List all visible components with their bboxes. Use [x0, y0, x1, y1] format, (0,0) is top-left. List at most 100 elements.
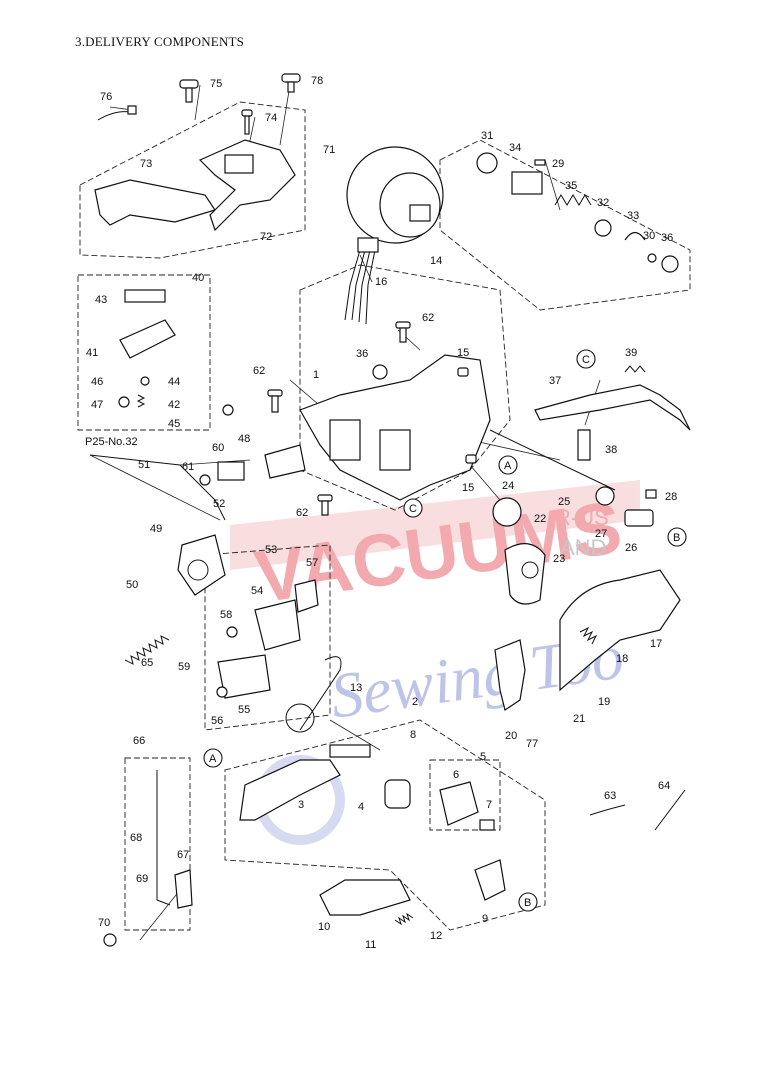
- part-label-19: 19: [598, 696, 610, 708]
- screw-62-c-icon: [317, 494, 333, 516]
- part-60-block: [217, 461, 245, 481]
- part-label-2: 2: [412, 696, 418, 708]
- part-label-57: 57: [306, 557, 318, 569]
- part-label-54: 54: [251, 585, 263, 597]
- part-label-7: 7: [486, 799, 492, 811]
- callout-c-top: C: [576, 349, 596, 369]
- callout-b-right: B: [667, 527, 687, 547]
- part-61-washer: [199, 474, 211, 486]
- part-label-50: 50: [126, 579, 138, 591]
- part-label-72: 72: [260, 231, 272, 243]
- cross-reference-label: P25-No.32: [85, 436, 138, 448]
- page-title: 3.DELIVERY COMPONENTS: [75, 34, 245, 49]
- part-label-60: 60: [212, 442, 224, 454]
- part-label-36a: 36: [661, 232, 673, 244]
- part-39-spring: [624, 365, 646, 373]
- part-label-3: 3: [298, 799, 304, 811]
- part-18-spring: [579, 626, 598, 645]
- part-72-plate: [198, 139, 296, 232]
- frame-assembly-outline: [299, 264, 511, 511]
- part-41-bracket: [119, 319, 176, 359]
- part-label-62c: 62: [296, 507, 308, 519]
- part-label-32: 32: [597, 197, 609, 209]
- part-label-44: 44: [168, 376, 180, 388]
- part-label-64: 64: [658, 780, 670, 792]
- part-29-pin: [534, 159, 546, 166]
- part-label-56: 56: [211, 715, 223, 727]
- part-65-spring: [124, 635, 170, 665]
- part-6-plate: [439, 781, 479, 826]
- part-label-69: 69: [136, 873, 148, 885]
- part-label-51: 51: [138, 459, 150, 471]
- part-22-cam: [504, 543, 546, 605]
- group-outlines: [77, 101, 691, 931]
- callout-a-top: A: [498, 455, 518, 475]
- part-68-rod: [156, 770, 171, 906]
- part-25-shaft: [489, 429, 616, 491]
- part-label-26: 26: [625, 542, 637, 554]
- part-1-frame: [299, 354, 491, 501]
- part-label-25: 25: [558, 496, 570, 508]
- screw-15-b-icon: [465, 454, 477, 464]
- part-label-4: 4: [358, 801, 364, 813]
- part-label-24: 24: [502, 480, 514, 492]
- part-49-cam: [177, 534, 226, 596]
- part-67-plate: [174, 869, 193, 909]
- part-label-43: 43: [95, 294, 107, 306]
- group-53-outline: [204, 544, 331, 731]
- part-label-45: 45: [168, 418, 180, 430]
- part-label-39: 39: [625, 347, 637, 359]
- part-4-bushing: [384, 779, 411, 809]
- callout-c-mid: C: [403, 498, 423, 518]
- part-24-gear: [492, 497, 522, 527]
- part-label-78: 78: [311, 75, 323, 87]
- part-label-65: 65: [141, 657, 153, 669]
- part-label-23: 23: [553, 553, 565, 565]
- part-label-55: 55: [238, 704, 250, 716]
- part-64-cable-tie: [654, 789, 686, 831]
- part-label-15b: 15: [462, 482, 474, 494]
- part-label-75: 75: [210, 78, 222, 90]
- part-label-15a: 15: [457, 347, 469, 359]
- svg-text:B: B: [673, 532, 680, 544]
- part-51-rod: [89, 454, 226, 521]
- part-label-70: 70: [98, 917, 110, 929]
- screw-62-b-icon: [267, 389, 283, 413]
- screw-15-a-icon: [457, 367, 469, 377]
- screw-74-icon: [241, 109, 253, 135]
- part-32-washer: [594, 219, 612, 237]
- part-label-27: 27: [595, 528, 607, 540]
- part-label-35: 35: [565, 180, 577, 192]
- part-58-screw: [226, 626, 238, 638]
- part-73-plate: [94, 179, 216, 226]
- part-label-53: 53: [265, 544, 277, 556]
- group-40-outline: [77, 274, 211, 431]
- group-71-outline: [79, 101, 306, 259]
- part-48-screw: [222, 404, 234, 416]
- part-38-pin: [577, 429, 591, 461]
- svg-text:C: C: [409, 503, 417, 515]
- part-13-spring: [299, 656, 342, 731]
- part-label-5: 5: [480, 751, 486, 763]
- part-36-bushing-2: [372, 364, 388, 380]
- part-label-28: 28: [665, 491, 677, 503]
- part-label-62b: 62: [253, 365, 265, 377]
- part-3-lever: [239, 759, 341, 821]
- part-76-head: [127, 105, 137, 115]
- part-label-37: 37: [549, 375, 561, 387]
- part-label-52: 52: [213, 498, 225, 510]
- part-label-48: 48: [238, 433, 250, 445]
- part-label-20: 20: [505, 730, 517, 742]
- part-label-40: 40: [192, 272, 204, 284]
- screw-62-a-icon: [395, 321, 411, 343]
- part-label-67: 67: [177, 849, 189, 861]
- part-label-29: 29: [552, 158, 564, 170]
- part-9-plate: [474, 859, 506, 901]
- screw-78-icon: [281, 73, 301, 93]
- part-44-washer: [140, 376, 150, 386]
- part-label-38: 38: [605, 444, 617, 456]
- group-5-outline: [429, 759, 501, 831]
- part-7-pad: [479, 819, 495, 831]
- part-76-cable-tie: [97, 111, 131, 121]
- part-label-17: 17: [650, 638, 662, 650]
